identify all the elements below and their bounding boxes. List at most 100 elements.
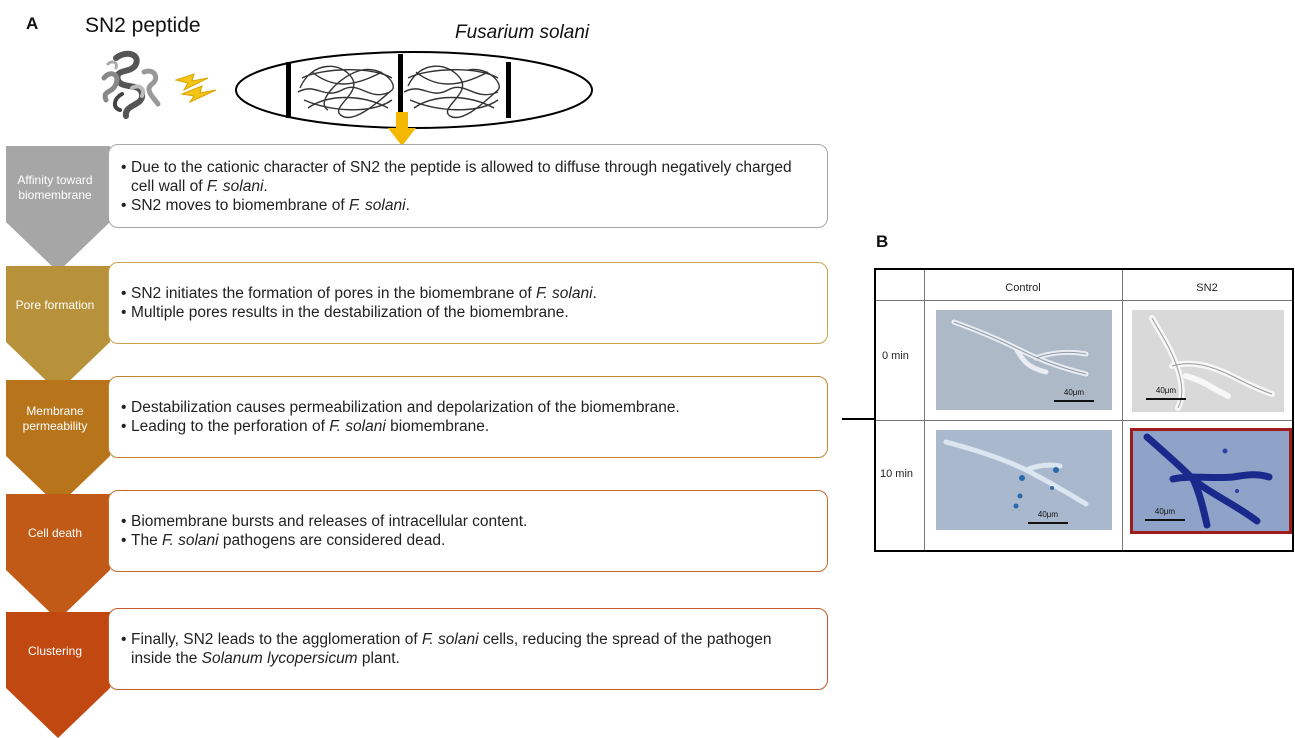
panel-a-letter: A bbox=[26, 14, 39, 33]
text-segment: Leading to the perforation of bbox=[131, 418, 330, 435]
step-chevron-4 bbox=[6, 494, 110, 620]
text-segment: SN2 moves to biomembrane of bbox=[131, 196, 349, 214]
step-label-line: Membrane bbox=[26, 404, 84, 418]
step-label-2: Pore formation bbox=[0, 298, 110, 313]
step-chevron-shape-3 bbox=[6, 380, 110, 506]
italic-term: F. solani bbox=[206, 177, 264, 195]
step-description-box-1: •Due to the cationic character of SN2 th… bbox=[108, 144, 828, 228]
scale-bar-label: 40μm bbox=[1154, 507, 1176, 516]
italic-term: F. solani bbox=[348, 196, 406, 214]
bullet-item: •SN2 initiates the formation of pores in… bbox=[121, 284, 813, 303]
row-label-0min: 0 min bbox=[882, 350, 909, 362]
bullet-item: •The F. solani pathogens are considered … bbox=[121, 531, 813, 550]
bullet-text: Due to the cationic character of SN2 the… bbox=[131, 158, 813, 196]
scale-bar-line bbox=[1054, 400, 1094, 402]
text-segment: . bbox=[592, 285, 597, 302]
bullet-item: •Due to the cationic character of SN2 th… bbox=[121, 158, 813, 196]
bullet-dot-icon: • bbox=[121, 285, 127, 302]
text-segment: The bbox=[131, 532, 163, 549]
column-header-sn2: SN2 bbox=[1196, 282, 1218, 294]
scale-bar-label: 40μm bbox=[1037, 510, 1059, 519]
step-chevron-5 bbox=[6, 612, 110, 738]
step-label-line: permeability bbox=[22, 419, 88, 433]
bullet-text: SN2 moves to biomembrane of F. solani. bbox=[131, 196, 813, 215]
step-description-box-3: •Destabilization causes permeabilization… bbox=[108, 376, 828, 458]
text-segment: plant. bbox=[357, 650, 400, 667]
scale-bar-line bbox=[1028, 522, 1068, 524]
peptide-label: SN2 peptide bbox=[85, 14, 201, 37]
bullet-item: •Biomembrane bursts and releases of intr… bbox=[121, 512, 813, 531]
bullet-dot-icon: • bbox=[121, 304, 127, 321]
step-chevron-3 bbox=[6, 380, 110, 506]
bullet-dot-icon: • bbox=[121, 532, 127, 549]
text-segment: . bbox=[263, 177, 268, 195]
down-arrow-icon bbox=[388, 112, 416, 146]
step-label-line: biomembrane bbox=[18, 188, 92, 202]
italic-term: F. solani bbox=[421, 631, 479, 648]
scale-bar-line bbox=[1145, 519, 1185, 521]
bullet-item: •Leading to the perforation of F. solani… bbox=[121, 417, 813, 436]
text-segment: cells, reducing the spread of the pathog… bbox=[131, 631, 772, 667]
italic-term: F. solani bbox=[162, 532, 219, 549]
column-header-control: Control bbox=[1005, 282, 1041, 294]
bullet-item: •Destabilization causes permeabilization… bbox=[121, 398, 813, 417]
text-segment: Biomembrane bursts and releases of intra… bbox=[131, 513, 528, 530]
bullet-item: •Multiple pores results in the destabili… bbox=[121, 303, 813, 322]
bullet-dot-icon: • bbox=[121, 196, 127, 214]
microscopy-table: Control SN2 0 min 10 min 40μm bbox=[874, 268, 1294, 552]
text-segment: Finally, SN2 leads to the agglomeration … bbox=[131, 631, 422, 648]
lightning-bolt-icon bbox=[174, 73, 217, 104]
text-segment: pathogens are considered dead. bbox=[218, 532, 446, 549]
bullet-text: Biomembrane bursts and releases of intra… bbox=[131, 512, 813, 531]
step-chevron-2 bbox=[6, 266, 110, 392]
bullet-item: •SN2 moves to biomembrane of F. solani. bbox=[121, 196, 813, 215]
scale-bar-line bbox=[1146, 398, 1186, 400]
fusarium-cell-illustration bbox=[235, 51, 593, 129]
row-label-10min: 10 min bbox=[880, 468, 914, 480]
bullet-text: Destabilization causes permeabilization … bbox=[131, 398, 813, 417]
bullet-text: Leading to the perforation of F. solani … bbox=[131, 417, 813, 436]
bullet-dot-icon: • bbox=[121, 418, 127, 435]
bullet-text: SN2 initiates the formation of pores in … bbox=[131, 284, 813, 303]
bullet-item: •Finally, SN2 leads to the agglomeration… bbox=[121, 630, 813, 668]
step-label-line: Affinity toward bbox=[17, 173, 93, 187]
pathogen-label: Fusarium solani bbox=[455, 22, 590, 43]
table-hline-2 bbox=[876, 420, 1292, 421]
scale-bar-label: 40μm bbox=[1063, 388, 1085, 397]
connector-line bbox=[842, 418, 876, 420]
bullet-dot-icon: • bbox=[121, 631, 127, 648]
step-label-line: Clustering bbox=[27, 643, 83, 658]
table-vline-2 bbox=[1122, 270, 1123, 550]
bullet-text: Finally, SN2 leads to the agglomeration … bbox=[131, 630, 813, 668]
micrograph-sn2-10min: 40μm bbox=[1130, 428, 1292, 534]
step-description-box-4: •Biomembrane bursts and releases of intr… bbox=[108, 490, 828, 572]
text-segment: Destabilization causes permeabilization … bbox=[131, 399, 680, 416]
bullet-text: The F. solani pathogens are considered d… bbox=[131, 531, 813, 550]
italic-term: F. solani bbox=[535, 285, 593, 302]
table-vline-1 bbox=[924, 270, 925, 550]
bullet-dot-icon: • bbox=[121, 513, 127, 530]
step-chevron-shape-1 bbox=[6, 146, 110, 272]
micrograph-control-0min: 40μm bbox=[936, 310, 1112, 410]
text-segment: Multiple pores results in the destabiliz… bbox=[131, 304, 569, 321]
step-label-line: Pore formation bbox=[15, 297, 95, 312]
step-label-line: Cell death bbox=[27, 525, 83, 540]
italic-term: F. solani bbox=[329, 418, 386, 435]
step-label-4: Cell death bbox=[0, 526, 110, 541]
panel-b-letter: B bbox=[876, 232, 889, 251]
step-chevron-shape-2 bbox=[6, 266, 110, 392]
italic-term: Solanum lycopersicum bbox=[201, 650, 358, 667]
text-segment: Due to the cationic character of SN2 the… bbox=[131, 158, 792, 195]
text-segment: biomembrane. bbox=[385, 418, 490, 435]
scale-bar-label: 40μm bbox=[1155, 386, 1177, 395]
step-chevron-1 bbox=[6, 146, 110, 272]
bullet-text: Multiple pores results in the destabiliz… bbox=[131, 303, 813, 322]
step-description-box-2: •SN2 initiates the formation of pores in… bbox=[108, 262, 828, 344]
step-chevron-shape-4 bbox=[6, 494, 110, 620]
text-segment: . bbox=[405, 196, 410, 214]
micrograph-sn2-0min: 40μm bbox=[1132, 310, 1284, 412]
step-label-5: Clustering bbox=[0, 644, 110, 659]
step-chevron-shape-5 bbox=[6, 612, 110, 738]
